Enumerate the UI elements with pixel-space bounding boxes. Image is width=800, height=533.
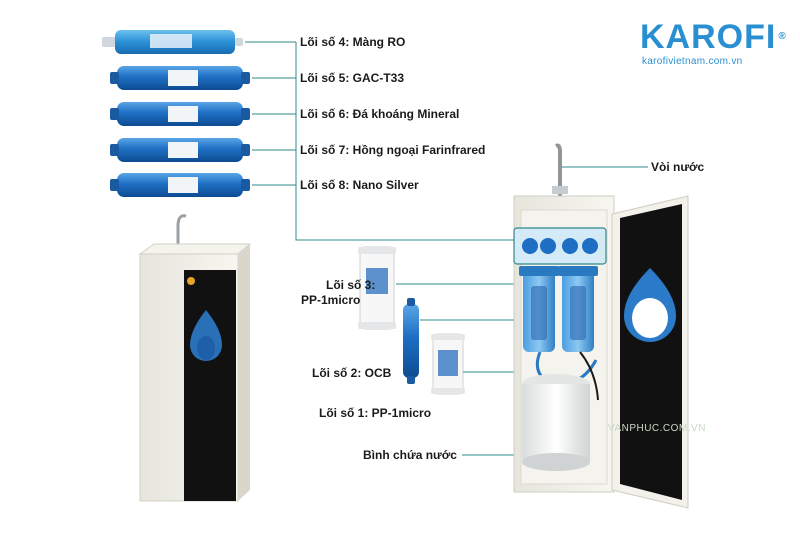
closed-purifier-unit [138,214,252,502]
label-tank: Bình chứa nước [363,448,457,462]
nano-silver-cartridge [110,173,250,197]
mineral-cartridge [110,102,250,126]
brand-name: KAROFI [640,18,777,56]
label-core3-line2: PP-1micro [301,293,361,307]
label-mineral: Lõi số 6: Đá khoáng Mineral [300,107,460,121]
farinfrared-cartridge [110,138,250,162]
pp-1micro-cartridge-1 [431,333,465,395]
label-pp1micro: Lõi số 1: PP-1micro [319,406,432,420]
label-core3-line1: Lõi số 3: [326,278,376,292]
label-gac: Lõi số 5: GAC-T33 [300,71,405,85]
open-purifier-unit [513,143,689,509]
brand-logo: KAROFI® [640,20,787,54]
ro-membrane-cartridge [102,30,243,54]
label-ocb: Lõi số 2: OCB [312,366,392,380]
label-faucet: Vòi nước [651,160,705,174]
label-farinfrared: Lõi số 7: Hồng ngoại Farinfrared [300,143,486,157]
watermark: VANPHUC.COM.VN [608,423,706,434]
registered-mark: ® [778,31,787,42]
brand-url: karofivietnam.com.vn [642,56,743,67]
gac-t33-cartridge [110,66,250,90]
pp-1micro-cartridge-3 [358,246,396,330]
ocb-cartridge [403,298,419,384]
label-ro: Lõi số 4: Màng RO [300,35,406,49]
top-leader-lines [245,41,514,241]
label-nano-silver: Lõi số 8: Nano Silver [300,178,419,192]
